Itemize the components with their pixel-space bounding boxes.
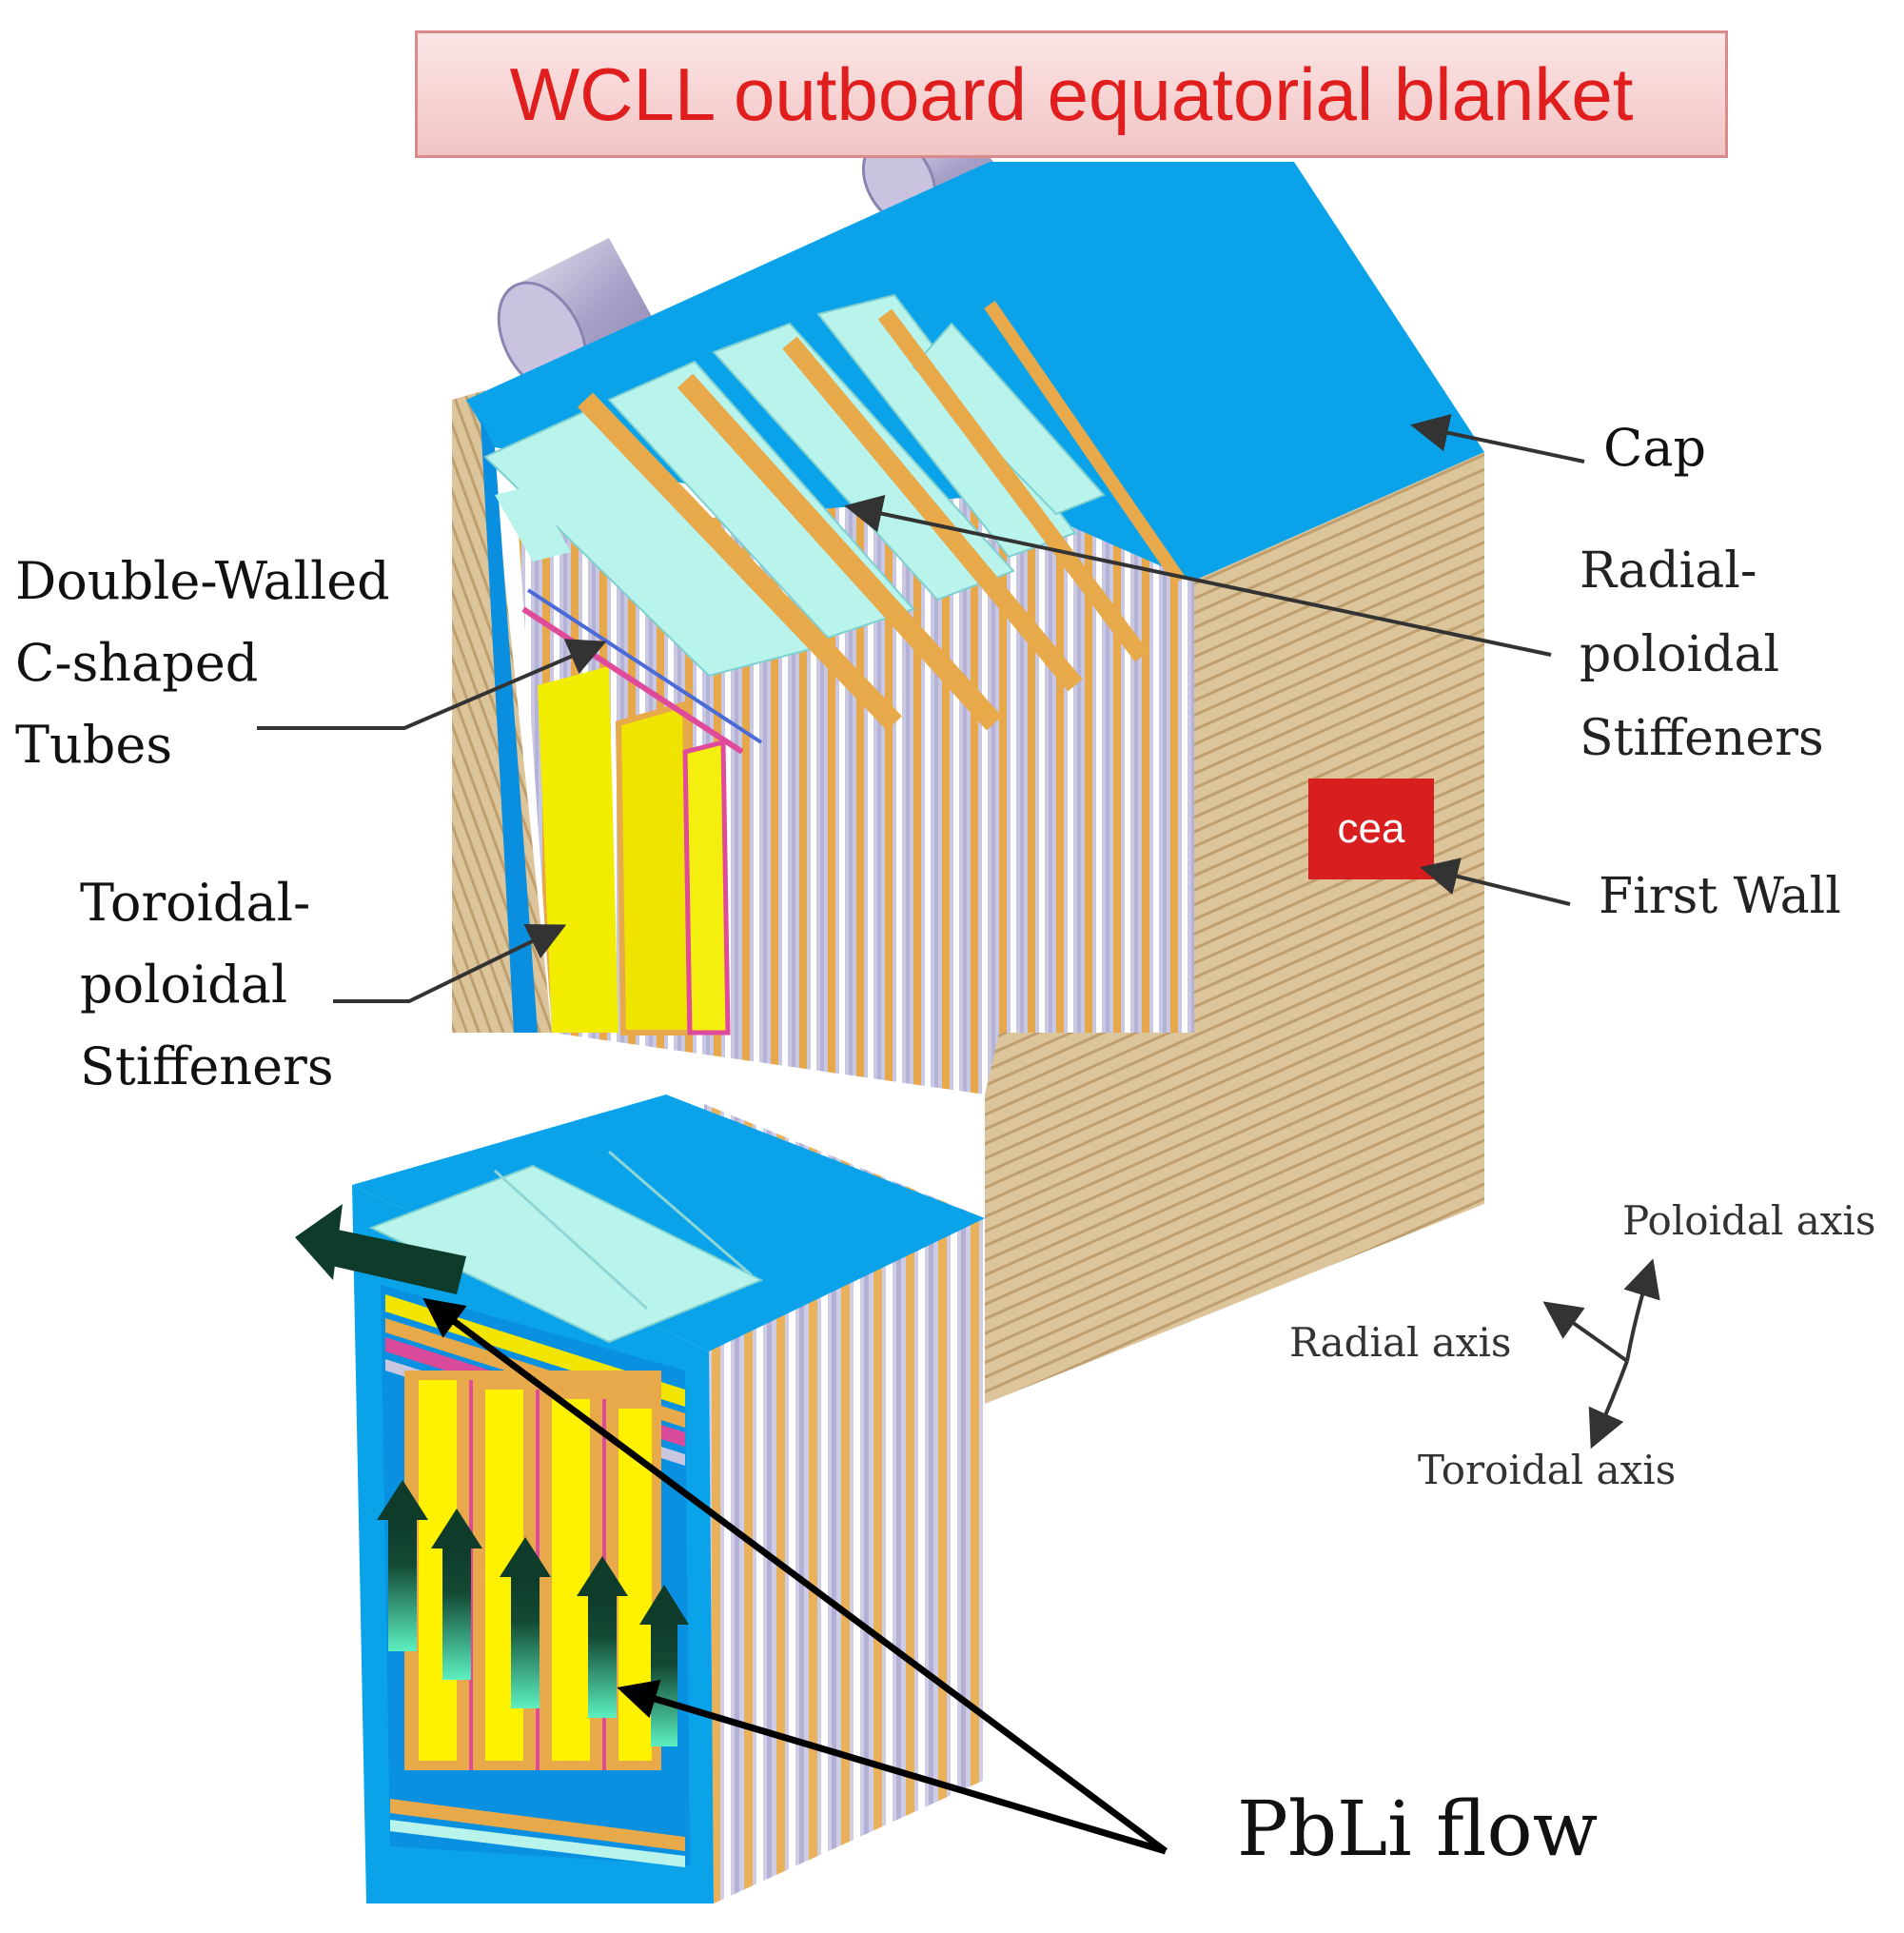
toroidal-axis-arrow [1588,1360,1629,1450]
cea-logo: cea [1308,779,1434,879]
pbli-pointer-lines [422,1297,1168,1855]
radial-axis-arrow [1542,1301,1629,1363]
lower-top-plate [368,1164,764,1344]
first-wall-face [985,452,1484,1404]
flow-arrow-2 [431,1509,482,1680]
label-radial-poloidal-line-3: Stiffeners [1580,710,1824,767]
cap-inner [481,419,538,1033]
pbli-flow-arrows [295,1204,689,1746]
flow-arrow-4 [577,1556,628,1718]
label-pbli-flow: PbLi flow [1237,1785,1599,1873]
label-cap: Cap [1603,418,1707,478]
label-radial-poloidal-stiffeners: Radial- poloidal Stiffeners [1580,529,1824,780]
label-poloidal-axis: Poloidal axis [1622,1197,1876,1244]
lower-cap-top [352,1095,985,1351]
cea-logo-text: cea [1338,805,1405,852]
leader-lines [257,414,1585,1003]
label-double-walled-line-1: Double-Walled [15,551,390,611]
label-toroidal-poloidal-line-2: poloidal [80,955,288,1015]
label-double-walled-tubes: Double-Walled C-shaped Tubes [15,541,390,786]
flow-outlet-arrow [295,1204,466,1294]
label-toroidal-poloidal-line-1: Toroidal- [80,873,311,933]
flow-arrow-3 [500,1537,551,1708]
label-radial-poloidal-line-1: Radial- [1580,542,1757,600]
label-radial-axis: Radial axis [1289,1319,1512,1366]
leader-toroidal-poloidal [333,924,567,1003]
axes-triad [1542,1258,1660,1450]
label-double-walled-line-3: Tubes [15,715,173,775]
poloidal-axis-arrow [1623,1258,1660,1362]
flow-arrow-1 [377,1480,428,1651]
label-toroidal-poloidal-line-3: Stiffeners [80,1036,334,1096]
leader-first-wall [1420,858,1571,906]
leader-radial-poloidal [844,495,1552,657]
leader-cap [1410,414,1585,464]
label-radial-poloidal-line-2: poloidal [1580,626,1780,683]
label-toroidal-axis: Toroidal axis [1418,1447,1677,1493]
label-double-walled-line-2: C-shaped [15,633,259,693]
radial-poloidal-stiffeners [483,293,1186,731]
diagram-title: WCLL outboard equatorial blanket [415,30,1728,158]
double-walled-tubes [521,588,763,1036]
label-toroidal-poloidal-stiffeners: Toroidal- poloidal Stiffeners [80,862,334,1108]
leader-double-walled [257,639,607,730]
label-first-wall: First Wall [1599,868,1841,925]
